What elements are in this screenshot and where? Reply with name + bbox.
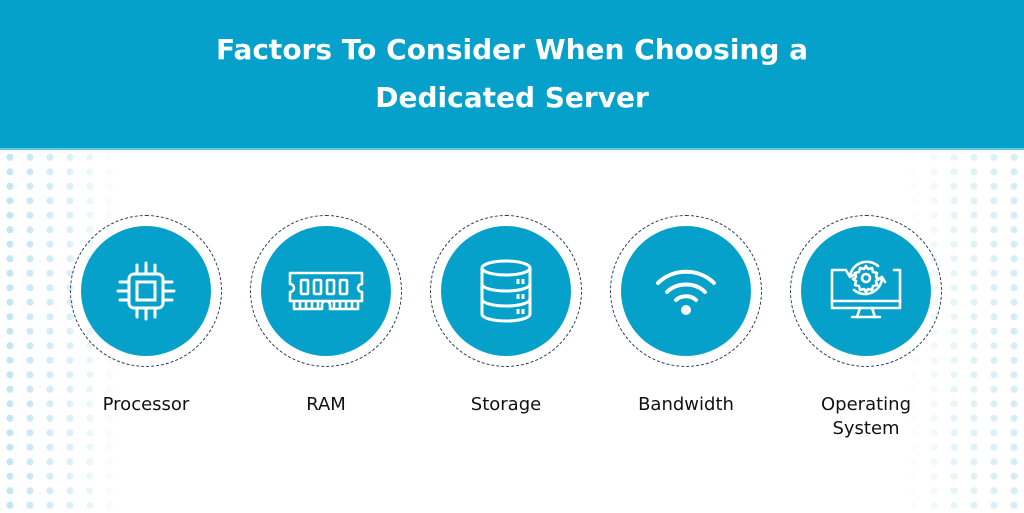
- dashed-ring: [610, 215, 762, 367]
- factor-processor: Processor: [66, 215, 226, 417]
- page-title-line-1: Factors To Consider When Choosing a: [215, 33, 809, 66]
- factor-storage: Storage: [426, 215, 586, 417]
- dashed-ring: [430, 215, 582, 367]
- factor-label: RAM: [306, 394, 346, 415]
- ram-module-icon: [288, 271, 364, 311]
- factor-label: Bandwidth: [638, 394, 734, 415]
- factor-label: Storage: [470, 394, 542, 415]
- title-banner: Factors To Consider When Choosing a Dedi…: [0, 0, 1024, 148]
- dashed-ring: [250, 215, 402, 367]
- dashed-ring: [70, 215, 222, 367]
- database-storage-icon: [480, 259, 532, 323]
- cpu-chip-icon: [116, 261, 176, 321]
- icon-disc: [621, 226, 751, 356]
- factor-label: Operating System: [786, 393, 946, 441]
- factor-label-line-1: Operating: [821, 394, 911, 415]
- dashed-ring: [790, 215, 942, 367]
- icon-disc: [801, 226, 931, 356]
- wifi-icon: [656, 269, 716, 315]
- factor-operating-system: Operating System: [786, 215, 946, 441]
- factor-label: Processor: [102, 394, 190, 415]
- icon-disc: [81, 226, 211, 356]
- banner-bottom-edge: [0, 148, 1024, 150]
- factor-bandwidth: Bandwidth: [606, 215, 766, 417]
- page-title-line-2: Dedicated Server: [375, 81, 649, 114]
- factor-ram: RAM: [246, 215, 406, 417]
- factor-label-line-2: System: [832, 418, 900, 439]
- monitor-gear-icon: [830, 260, 902, 319]
- icon-disc: [261, 226, 391, 356]
- icon-disc: [441, 226, 571, 356]
